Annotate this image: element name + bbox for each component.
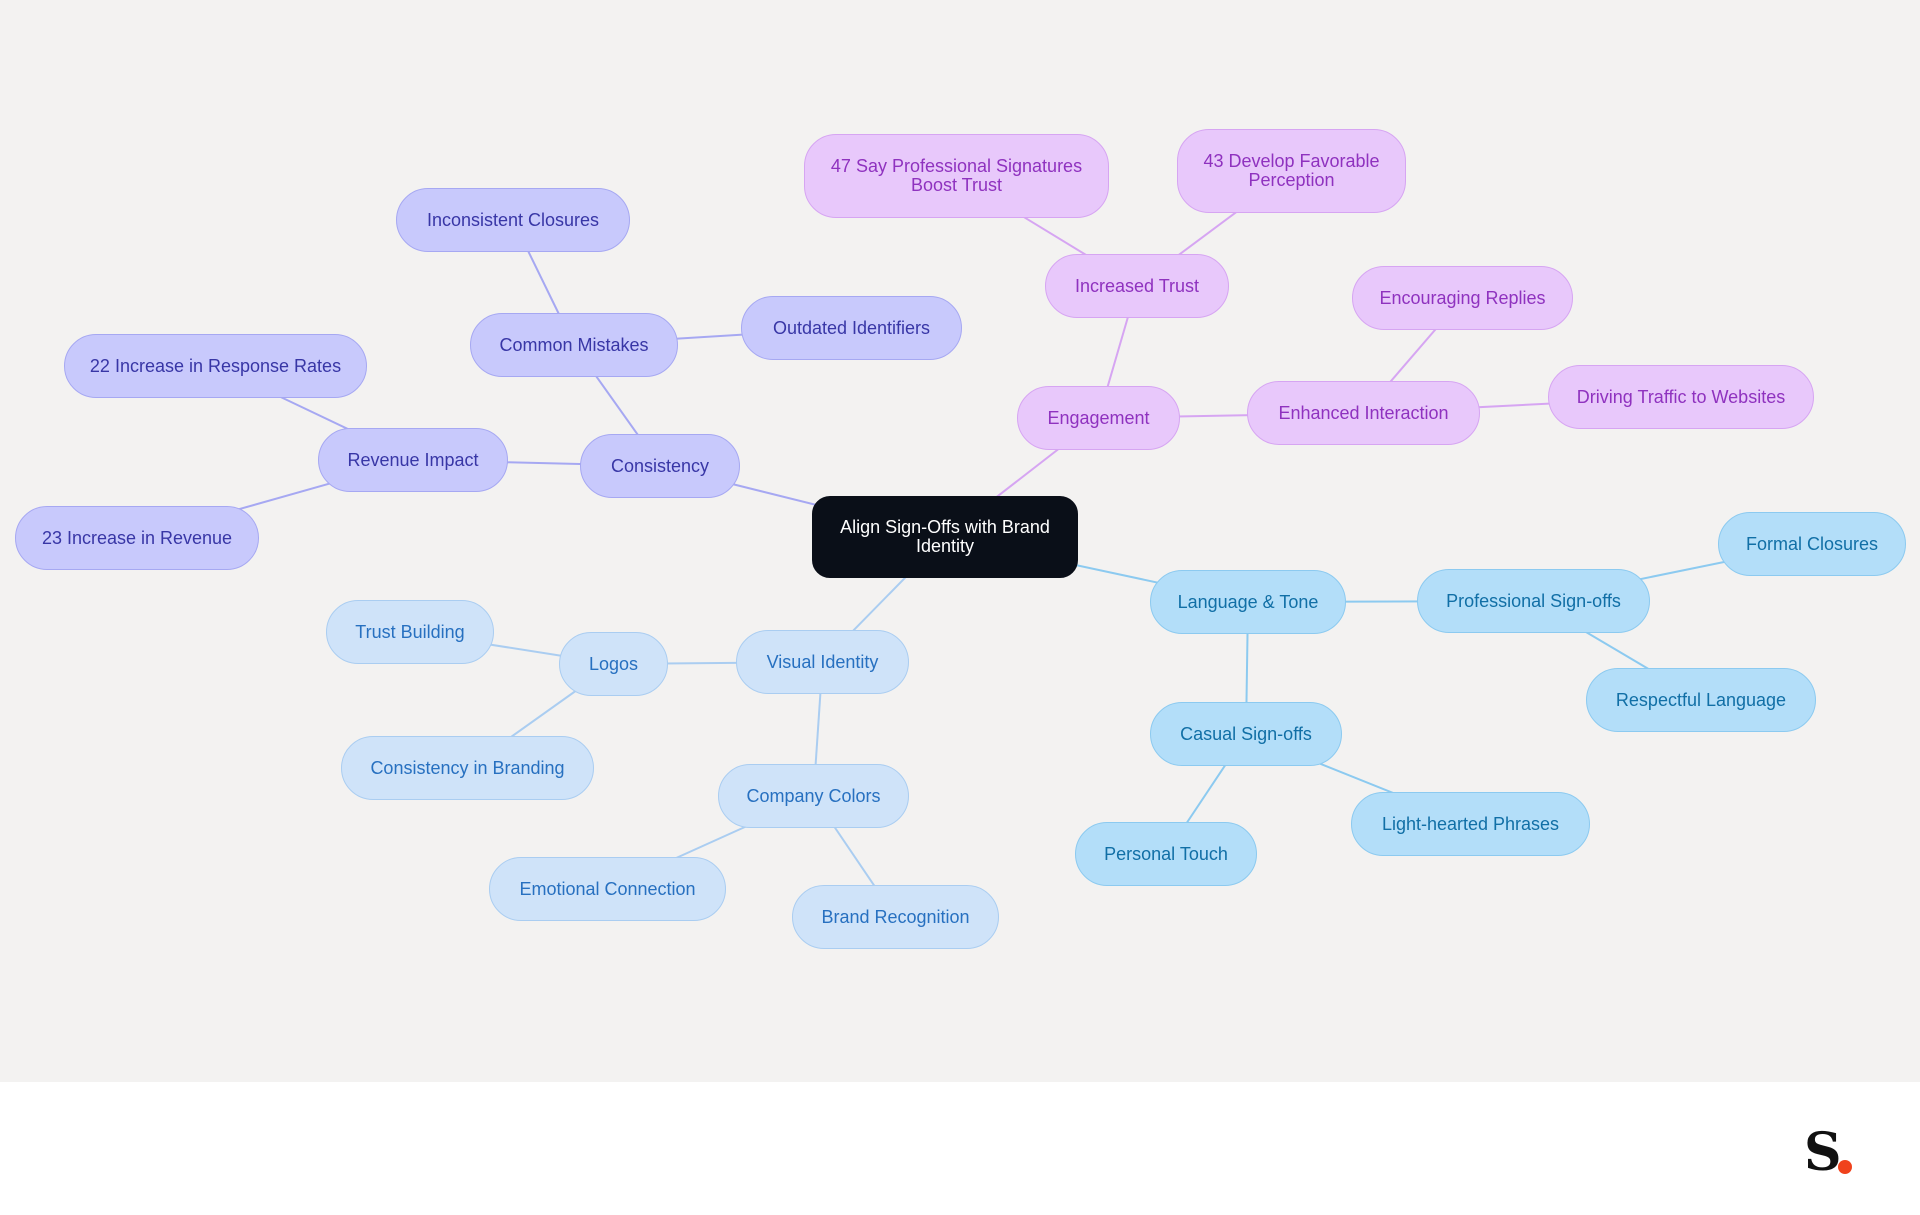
footer-bar [0,1082,1920,1215]
brand-logo-icon: S [1804,1122,1858,1183]
node-consistency-branding[interactable]: Consistency in Branding [341,736,594,800]
node-professional-signoffs[interactable]: Professional Sign-offs [1417,569,1650,633]
node-common-mistakes[interactable]: Common Mistakes [470,313,678,377]
node-language-tone[interactable]: Language & Tone [1150,570,1346,634]
node-trust-building[interactable]: Trust Building [326,600,494,664]
node-revenue-impact[interactable]: Revenue Impact [318,428,508,492]
node-respectful-language[interactable]: Respectful Language [1586,668,1816,732]
node-formal-closures[interactable]: Formal Closures [1718,512,1906,576]
node-increase-revenue[interactable]: 23 Increase in Revenue [15,506,259,570]
node-personal-touch[interactable]: Personal Touch [1075,822,1257,886]
node-emotional-connection[interactable]: Emotional Connection [489,857,726,921]
node-engagement[interactable]: Engagement [1017,386,1180,450]
node-lighthearted-phrases[interactable]: Light-hearted Phrases [1351,792,1590,856]
node-enhanced-interaction[interactable]: Enhanced Interaction [1247,381,1480,445]
node-response-rates[interactable]: 22 Increase in Response Rates [64,334,367,398]
node-casual-signoffs[interactable]: Casual Sign-offs [1150,702,1342,766]
node-favorable-perception[interactable]: 43 Develop Favorable Perception [1177,129,1406,213]
node-encouraging-replies[interactable]: Encouraging Replies [1352,266,1573,330]
node-consistency[interactable]: Consistency [580,434,740,498]
node-company-colors[interactable]: Company Colors [718,764,909,828]
node-increased-trust[interactable]: Increased Trust [1045,254,1229,318]
node-professional-signatures-trust[interactable]: 47 Say Professional Signatures Boost Tru… [804,134,1109,218]
mindmap-canvas: Align Sign-Offs with Brand Identity Cons… [0,0,1920,1082]
root-node[interactable]: Align Sign-Offs with Brand Identity [812,496,1078,578]
node-driving-traffic[interactable]: Driving Traffic to Websites [1548,365,1814,429]
logo-letter: S [1804,1122,1842,1183]
node-brand-recognition[interactable]: Brand Recognition [792,885,999,949]
node-visual-identity[interactable]: Visual Identity [736,630,909,694]
logo-dot-icon [1838,1160,1852,1174]
node-inconsistent-closures[interactable]: Inconsistent Closures [396,188,630,252]
node-logos[interactable]: Logos [559,632,668,696]
node-outdated-identifiers[interactable]: Outdated Identifiers [741,296,962,360]
